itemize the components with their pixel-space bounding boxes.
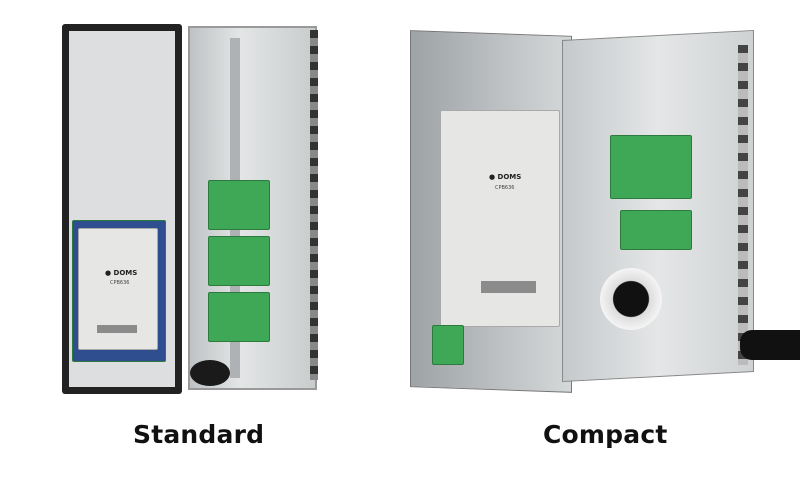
relay-board [208, 236, 270, 286]
standard-caption: Standard [133, 420, 265, 449]
logo-mark-icon: ● [489, 173, 496, 181]
terminal-board [432, 325, 464, 365]
relay-board [208, 292, 270, 342]
relay-board [208, 180, 270, 230]
compact-caption: Compact [543, 420, 668, 449]
model-text: CPB636 [495, 185, 515, 191]
compact-box [562, 29, 754, 383]
transformer [600, 268, 662, 330]
doms-logo: ● DOMS [489, 173, 521, 181]
relay-board [620, 210, 692, 250]
standard-enclosure-photo: ● DOMS CPB636 [60, 20, 330, 400]
doms-logo: ● DOMS [105, 269, 137, 277]
power-cable [740, 330, 800, 360]
logo-text: DOMS [113, 269, 138, 277]
standard-controller-module: ● DOMS CPB636 [78, 228, 158, 350]
compact-controller-module: ● DOMS CPB636 [440, 110, 560, 327]
logo-text: DOMS [497, 173, 522, 181]
model-text: CPB636 [110, 280, 130, 286]
logo-mark-icon: ● [105, 269, 112, 277]
relay-board [610, 135, 692, 199]
compact-enclosure-photo: ● DOMS CPB636 [410, 25, 805, 395]
